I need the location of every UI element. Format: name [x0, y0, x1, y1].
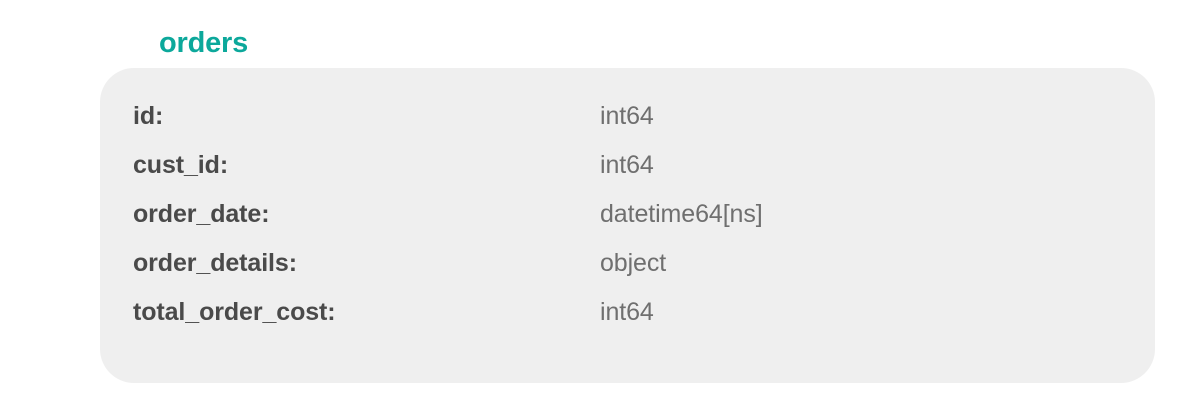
table-schema-card: id: int64 cust_id: int64 order_date: dat…	[100, 68, 1155, 383]
field-row: total_order_cost: int64	[133, 295, 1155, 344]
field-name: order_details:	[133, 249, 297, 277]
field-list: id: int64 cust_id: int64 order_date: dat…	[133, 99, 1155, 344]
field-type: object	[600, 249, 667, 277]
field-row: id: int64	[133, 99, 1155, 148]
field-type: int64	[600, 102, 654, 130]
field-row: order_date: datetime64[ns]	[133, 197, 1155, 246]
field-name: total_order_cost:	[133, 298, 336, 326]
field-type: int64	[600, 298, 654, 326]
field-type: datetime64[ns]	[600, 200, 763, 228]
field-name: cust_id:	[133, 151, 229, 179]
field-name: order_date:	[133, 200, 270, 228]
field-type: int64	[600, 151, 654, 179]
field-row: order_details: object	[133, 246, 1155, 295]
field-name: id:	[133, 102, 164, 130]
table-title: orders	[159, 27, 249, 59]
field-row: cust_id: int64	[133, 148, 1155, 197]
